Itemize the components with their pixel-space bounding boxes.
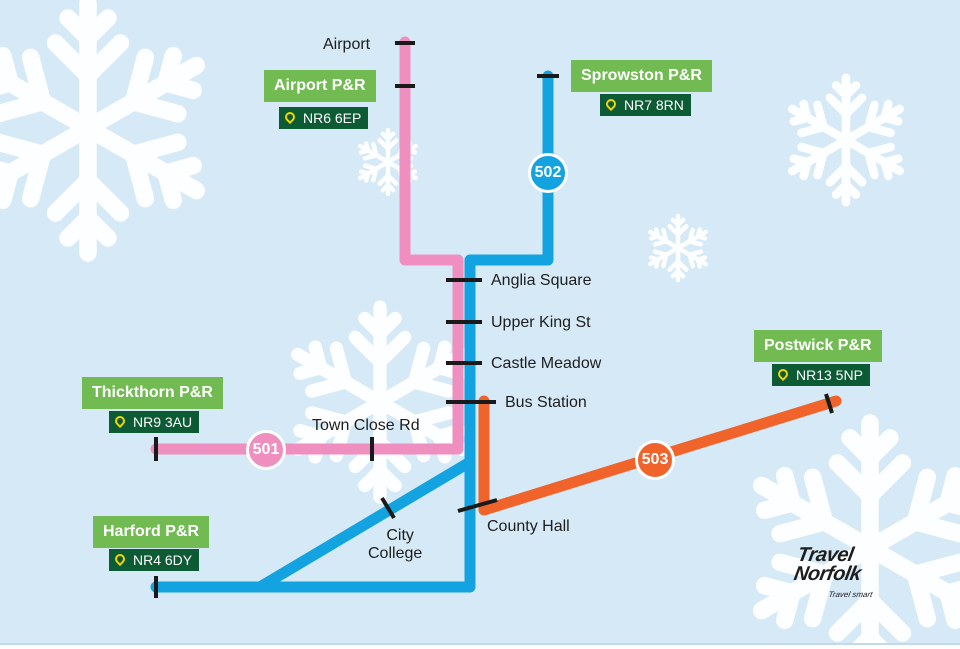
route-501-line (150, 36, 464, 455)
park-ride-airport-name: Airport P&R (264, 70, 376, 102)
park-ride-harford-postcode: NR4 6DY (133, 552, 193, 568)
location-pin-icon (603, 96, 619, 112)
park-ride-harford-postcode-badge: NR4 6DY (109, 549, 200, 571)
stop-label-county-hall: County Hall (487, 518, 570, 535)
travel-norfolk-logo: Travel Norfolk Travel smart (789, 544, 889, 604)
park-ride-thickthorn: Thickthorn P&R NR9 3AU (82, 377, 223, 433)
route-badge-503: 503 (635, 440, 675, 480)
park-ride-postwick-name: Postwick P&R (754, 330, 882, 362)
park-ride-sprowston-name: Sprowston P&R (571, 60, 712, 92)
park-ride-airport-postcode-badge: NR6 6EP (279, 107, 369, 129)
route-503-line (478, 395, 842, 516)
location-pin-icon (112, 413, 128, 429)
park-ride-thickthorn-postcode-badge: NR9 3AU (109, 411, 200, 433)
stop-tick-county-hall (457, 498, 498, 513)
stop-label-city-college: City College (368, 527, 422, 563)
logo-line-2: Norfolk (792, 563, 863, 585)
park-ride-airport: Airport P&R NR6 6EP (264, 70, 376, 129)
location-pin-icon (282, 109, 298, 125)
park-ride-postwick: Postwick P&R NR13 5NP (754, 330, 882, 386)
stop-tick-postwick-pr (824, 393, 834, 414)
stop-label-city-college-line2: College (368, 545, 423, 562)
logo-tagline: Travel smart (827, 590, 874, 599)
park-ride-sprowston-postcode-badge: NR7 8RN (600, 94, 691, 116)
park-ride-thickthorn-name: Thickthorn P&R (82, 377, 223, 409)
stop-tick-city-college (380, 496, 396, 520)
location-pin-icon (775, 366, 791, 382)
location-pin-icon (112, 551, 128, 567)
park-ride-airport-postcode: NR6 6EP (303, 110, 362, 126)
stop-markers (154, 41, 834, 598)
park-ride-postwick-postcode: NR13 5NP (796, 367, 863, 383)
park-ride-sprowston-postcode: NR7 8RN (624, 97, 684, 113)
park-ride-harford: Harford P&R NR4 6DY (93, 516, 210, 571)
route-badge-502: 502 (528, 153, 568, 193)
stop-label-airport: Airport (323, 36, 371, 53)
route-badge-501: 501 (246, 430, 286, 470)
stop-label-bus-station: Bus Station (505, 394, 587, 411)
park-ride-sprowston: Sprowston P&R NR7 8RN (571, 60, 712, 116)
stop-label-upper-king-st: Upper King St (491, 314, 591, 331)
park-ride-harford-name: Harford P&R (93, 516, 210, 548)
stop-label-anglia-square: Anglia Square (491, 272, 592, 289)
stop-label-castle-meadow: Castle Meadow (491, 355, 602, 372)
park-ride-thickthorn-postcode: NR9 3AU (133, 414, 193, 430)
route-502-line (150, 70, 554, 593)
stop-label-town-close-rd: Town Close Rd (312, 417, 420, 434)
park-ride-postwick-postcode-badge: NR13 5NP (772, 364, 870, 386)
stop-label-city-college-line1: City (386, 527, 414, 544)
